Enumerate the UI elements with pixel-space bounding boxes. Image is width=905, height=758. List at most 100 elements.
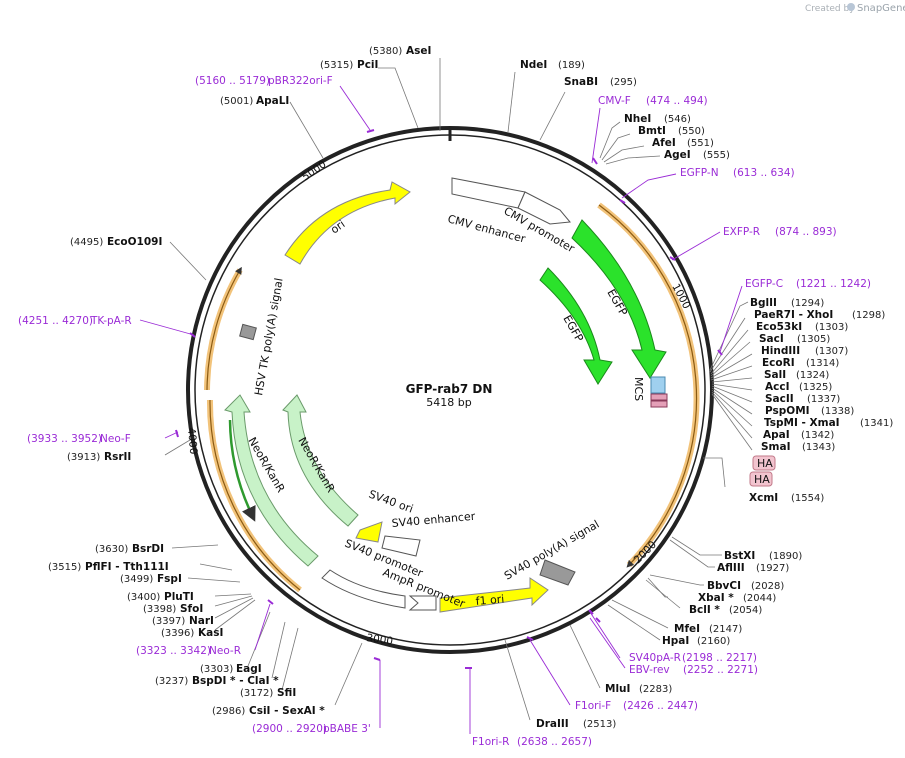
ha-tag-1: [650, 393, 668, 401]
enzyme-bmti: BmtI: [638, 125, 666, 137]
tick-5000: 5000: [300, 158, 329, 183]
pos-bcli: (2054): [729, 605, 762, 616]
enzyme-apai: ApaI: [763, 429, 790, 441]
enzyme-nari: NarI: [189, 615, 214, 627]
enzyme-csii: CsiI - SexAI *: [249, 705, 325, 717]
enzyme-sali: SalI: [764, 369, 786, 381]
enzyme-bglii: BglII: [750, 297, 777, 309]
hsv-tk-polya-box: [239, 323, 257, 341]
enzyme-draiii: DraIII: [536, 718, 569, 730]
pos-afei: (551): [687, 138, 714, 149]
pos-hpai: (2160): [697, 636, 730, 647]
mcs-box: [650, 376, 666, 394]
pos-bstxi: (1890): [769, 551, 802, 562]
primer-f1orif-name: F1ori-F: [575, 700, 611, 712]
neo-green-arrow: [228, 419, 256, 522]
orf-arrow-tk: [206, 266, 242, 391]
enzyme-saci: SacI: [759, 333, 784, 345]
primer-ebvrev-range: (2252 .. 2271): [683, 664, 758, 676]
primer-tkpar-name: TK-pA-R: [90, 315, 132, 327]
pos-bsrdi: (3630): [95, 544, 128, 555]
pos-draiii: (2513): [583, 719, 616, 730]
pos-asei: (5380): [369, 46, 402, 57]
pos-nhei: (546): [664, 114, 691, 125]
enzyme-pluti: PluTI: [164, 591, 194, 603]
enzyme-bbvci: BbvCI: [707, 580, 741, 592]
primer-neof-range: (3933 .. 3952): [27, 433, 102, 445]
enzyme-smai: SmaI: [761, 441, 791, 453]
primer-neor-name: Neo-R: [209, 645, 241, 657]
cmv-promoter-arrow: [517, 191, 571, 225]
primer-ebvrev-name: EBV-rev: [629, 664, 670, 676]
enzyme-mfei: MfeI: [674, 623, 700, 635]
neor-kanr-outer-arrow: [224, 394, 319, 567]
primer-neor-range: (3323 .. 3342): [136, 645, 211, 657]
cmv-enhancer-arrow: [451, 177, 526, 209]
pos-saci: (1305): [797, 334, 830, 345]
enzyme-paer7i: PaeR7I - XhoI: [754, 309, 833, 321]
enzyme-pspomi: PspOMI: [765, 405, 810, 417]
pos-snabi: (295): [610, 77, 637, 88]
svg-text:HA: HA: [757, 457, 773, 470]
feature-hsv-tk-polya: HSV TK poly(A) signal: [252, 277, 285, 397]
enzyme-eco53ki: Eco53kI: [756, 321, 802, 333]
enzyme-ecori: EcoRI: [762, 357, 795, 369]
primer-cmvf-range: (474 .. 494): [646, 95, 708, 107]
pos-pspomi: (1338): [821, 406, 854, 417]
pos-mfei: (2147): [709, 624, 742, 635]
neor-kanr-inner-arrow: [282, 394, 359, 527]
pos-ecori: (1314): [806, 358, 839, 369]
feature-sv40-ori: SV40 ori: [367, 488, 415, 516]
orf-arrow-egfp: [598, 204, 698, 568]
pos-bbvci: (2028): [751, 581, 784, 592]
snapgene-brand: SnapGene: [857, 3, 905, 14]
pos-apai: (1342): [801, 430, 834, 441]
ha-tag-2: [650, 400, 668, 408]
enzyme-bcli: BclI *: [689, 604, 720, 616]
enzyme-pcii: PciI: [357, 59, 378, 71]
enzyme-nhei: NheI: [624, 113, 651, 125]
enzyme-bstxi: BstXI: [724, 550, 755, 562]
sv40-ori-box: [355, 521, 383, 543]
enzyme-snabi: SnaBI: [564, 76, 598, 88]
enzyme-kasi: KasI: [198, 627, 223, 639]
created-by-label: Created by: [805, 4, 855, 14]
pos-bglii: (1294): [791, 298, 824, 309]
primer-f1orif-range: (2426 .. 2447): [623, 700, 698, 712]
orf-line-neo: [209, 399, 301, 591]
enzyme-xcmi: XcmI: [749, 492, 778, 504]
feature-f1-ori: f1 ori: [475, 593, 505, 608]
enzyme-afliii: AflIII: [717, 562, 745, 574]
pos-pcii: (5315): [320, 60, 353, 71]
primer-neof-name: Neo-F: [100, 433, 131, 445]
pos-xbai: (2044): [743, 593, 776, 604]
egfp-inner-arrow: [539, 267, 613, 385]
primer-f1orir-name: F1ori-R: [472, 736, 509, 748]
primer-egfpc-name: EGFP-C: [745, 278, 783, 290]
plasmid-length: 5418 bp: [426, 396, 471, 409]
ori-arrow: [284, 181, 411, 265]
feature-mcs: MCS: [632, 377, 645, 401]
pos-xcmi: (1554): [791, 493, 824, 504]
enzyme-ecoo109i: EcoO109I: [107, 236, 162, 248]
pos-bspdi: (3237): [155, 676, 188, 687]
enzyme-afei: AfeI: [652, 137, 676, 149]
sv40-promoter-arrow: [321, 569, 406, 609]
primer-pbabe-range: (2900 .. 2920): [252, 723, 327, 735]
enzyme-tspmi: TspMI - XmaI: [764, 417, 840, 429]
enzyme-apali: ApaLI: [256, 95, 289, 107]
primer-exfpr-range: (874 .. 893): [775, 226, 837, 238]
primer-f1orir-range: (2638 .. 2657): [517, 736, 592, 748]
enzyme-xbai: XbaI *: [698, 592, 734, 604]
ha-badge-2: HA: [749, 471, 773, 487]
enzyme-hpai: HpaI: [662, 635, 689, 647]
enzyme-asei: AseI: [406, 45, 431, 57]
plasmid-name: GFP-rab7 DN: [406, 382, 493, 396]
egfp-outer-arrow: [571, 219, 667, 379]
pos-ecoo109i: (4495): [70, 237, 103, 248]
pos-hindiii: (1307): [815, 346, 848, 357]
pos-fspi: (3499): [120, 574, 153, 585]
primer-pbr322-name: pBR322ori-F: [268, 75, 333, 87]
primer-ticks: [175, 129, 723, 669]
